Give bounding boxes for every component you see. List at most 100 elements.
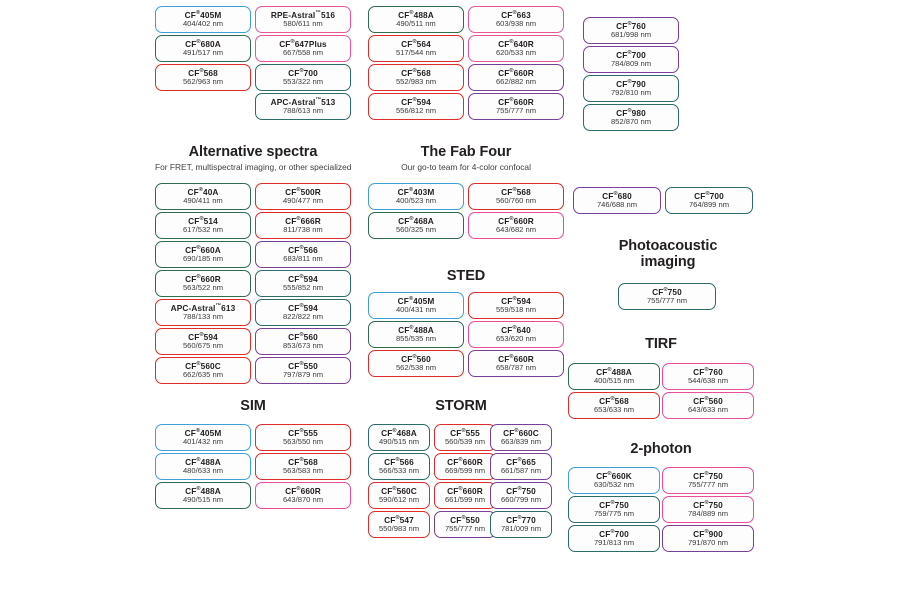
dye-name: CF®568	[188, 67, 218, 78]
dye-name: CF®594	[288, 273, 318, 284]
dye-ex-em: 764/899 nm	[688, 200, 730, 210]
dye-ex-em: 517/544 nm	[395, 48, 437, 58]
trademark-symbol: ®	[299, 273, 304, 280]
dye-ex-em: 490/511 nm	[396, 19, 436, 29]
dye-name: CF®760	[693, 366, 723, 377]
dye-ex-em: 553/322 nm	[282, 77, 324, 87]
trademark-symbol: ®	[509, 67, 514, 74]
trademark-symbol: ®	[290, 38, 295, 45]
dye-ex-em: 852/870 nm	[610, 117, 652, 127]
dye-name: CF®568	[288, 456, 318, 467]
dye-ex-em: 643/870 nm	[282, 495, 324, 505]
dye-name: CF®980	[616, 107, 646, 118]
trademark-symbol: ®	[196, 456, 201, 463]
dye-ex-em: 681/998 nm	[610, 30, 652, 40]
dye-ex-em: 755/777 nm	[444, 524, 486, 534]
trademark-symbol: ®	[607, 366, 612, 373]
trademark-symbol: ®	[607, 470, 612, 477]
dye-name: CF®660R	[498, 215, 534, 226]
dye-name: CF®700	[694, 190, 724, 201]
dye-name: CF®666R	[285, 215, 321, 226]
dye-name: RPE-Astral™516	[270, 9, 336, 20]
trademark-symbol: ®	[392, 427, 397, 434]
dye-ex-em: 822/822 nm	[282, 312, 324, 322]
dye-ex-em: 620/533 nm	[495, 48, 537, 58]
